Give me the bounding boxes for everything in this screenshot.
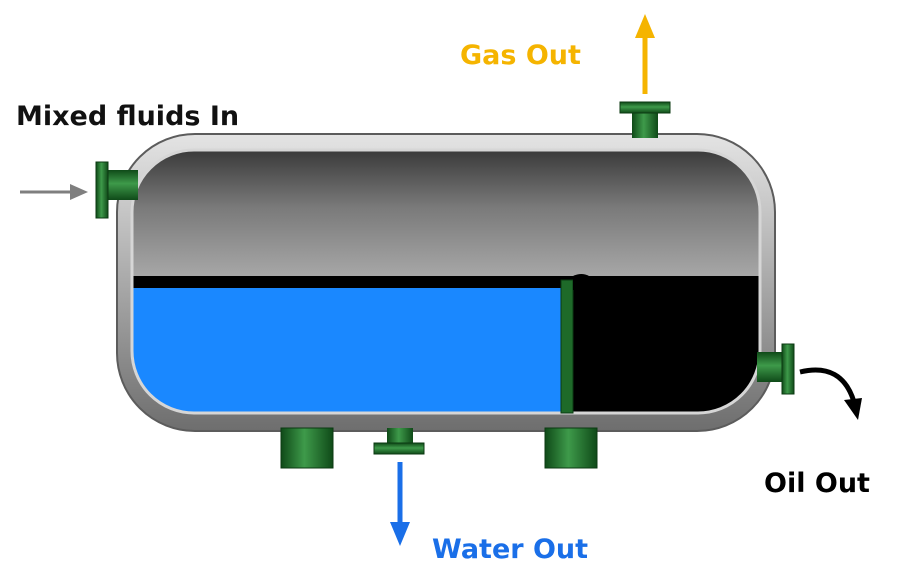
water-arrow-head xyxy=(390,522,410,546)
oil-outlet-label: Oil Out xyxy=(764,468,870,499)
oil-nozzle-pipe xyxy=(757,352,785,382)
weir-crest xyxy=(573,274,596,290)
oil-arrow-head xyxy=(844,398,862,420)
oil-nozzle-flange xyxy=(781,343,795,395)
vessel-inner-rim xyxy=(130,148,762,415)
water-zone xyxy=(132,288,564,413)
water-nozzle-flange xyxy=(373,442,425,455)
left-saddle-support xyxy=(280,427,334,469)
gas-arrow-head xyxy=(635,14,655,38)
inlet-nozzle-flange xyxy=(95,161,109,219)
water-outlet-label: Water Out xyxy=(432,534,589,565)
gas-nozzle-pipe xyxy=(632,112,658,138)
weir-plate xyxy=(560,279,574,414)
gas-outlet-label: Gas Out xyxy=(460,40,581,71)
oil-arrow-icon xyxy=(799,367,857,403)
vessel-contents xyxy=(132,150,760,413)
water-nozzle-pipe xyxy=(387,428,413,444)
gas-nozzle-flange xyxy=(619,101,671,114)
inlet-label: Mixed fluids In xyxy=(16,101,240,132)
inlet-nozzle-pipe xyxy=(104,170,138,200)
gas-zone xyxy=(132,150,760,278)
inlet-arrow-head xyxy=(70,184,88,200)
oil-zone xyxy=(572,280,760,413)
right-saddle-support xyxy=(544,427,598,469)
